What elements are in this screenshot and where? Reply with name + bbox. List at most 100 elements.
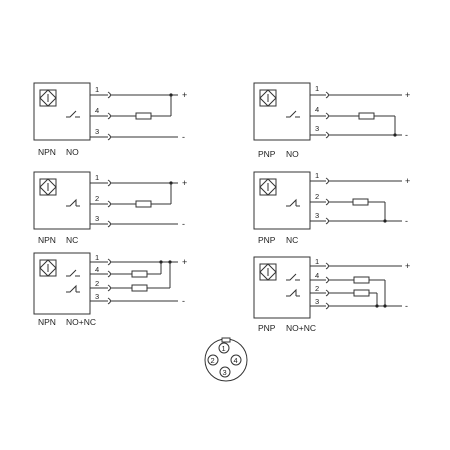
- switch-symbol: [66, 110, 80, 118]
- sensor-symbol: [39, 259, 57, 277]
- sensor-box: [33, 82, 91, 141]
- negative-terminal-label: -: [182, 219, 185, 229]
- pin-label-2: 2: [315, 284, 319, 293]
- connector-pin-4: [230, 354, 242, 366]
- switch-symbol-nc: [286, 288, 300, 297]
- pin-label-1: 1: [95, 173, 99, 182]
- pin-label-4: 4: [315, 105, 319, 114]
- output-type-label: PNP: [258, 149, 276, 159]
- pin-label-2: 2: [315, 192, 319, 201]
- load-resistor-no: [353, 276, 370, 284]
- pin-label-1: 1: [95, 253, 99, 262]
- pin-label-3: 3: [95, 127, 99, 136]
- connector-pin-label-2: 2: [211, 356, 215, 365]
- output-type-label: NPN: [38, 235, 56, 245]
- positive-terminal-label: +: [405, 176, 410, 186]
- output-mode-label: NO+NC: [66, 317, 96, 327]
- load-resistor: [352, 198, 369, 206]
- wire-pin-1: [90, 91, 178, 99]
- pin-label-2: 2: [95, 194, 99, 203]
- positive-terminal-label: +: [405, 90, 410, 100]
- wire-pin-4: [310, 276, 386, 306]
- switch-symbol: [66, 198, 80, 207]
- pin-label-1: 1: [315, 84, 319, 93]
- circuit-npn-nc: 1 2 3 + - NPN NC: [33, 171, 187, 245]
- connector-pin-label-1: 1: [222, 344, 226, 353]
- output-type-label: NPN: [38, 317, 56, 327]
- sensor-symbol: [259, 89, 277, 107]
- wire-pin-2: [90, 262, 171, 292]
- wire-pin-2: [310, 198, 386, 221]
- switch-symbol-nc: [66, 284, 80, 293]
- output-mode-label: NO: [66, 147, 79, 157]
- connector-pin-1: [218, 342, 230, 354]
- load-resistor-nc: [353, 289, 370, 297]
- connector-pin-label-4: 4: [234, 356, 238, 365]
- wire-pin-1: [90, 258, 178, 266]
- wire-pin-1: [310, 262, 402, 270]
- negative-terminal-label: -: [405, 216, 408, 226]
- pin-label-1: 1: [315, 257, 319, 266]
- negative-terminal-label: -: [182, 132, 185, 142]
- wire-pin-3: [90, 133, 178, 141]
- negative-terminal-label: -: [405, 301, 408, 311]
- pin-label-3: 3: [315, 124, 319, 133]
- pin-label-3: 3: [315, 297, 319, 306]
- load-resistor-no: [131, 270, 148, 278]
- switch-symbol-no: [66, 269, 80, 277]
- pin-label-4: 4: [95, 106, 99, 115]
- circuit-npn-no-nc: 1 4 2 3 + - NPN NO+NC: [33, 252, 187, 327]
- output-mode-label: NO: [286, 149, 299, 159]
- sensor-box: [33, 252, 91, 315]
- switch-symbol-no: [286, 273, 300, 281]
- wire-pin-3: [310, 302, 402, 310]
- wire-pin-3: [90, 220, 178, 228]
- output-type-label: NPN: [38, 147, 56, 157]
- output-type-label: PNP: [258, 323, 276, 333]
- positive-terminal-label: +: [405, 261, 410, 271]
- wire-pin-2: [310, 289, 378, 306]
- switch-symbol: [286, 198, 300, 207]
- circuit-pnp-no-nc: 1 4 2 3 + - PNP NO+NC: [253, 256, 410, 333]
- circuit-npn-no: 1 4 3 + - NPN NO: [33, 82, 187, 157]
- pin-label-2: 2: [95, 279, 99, 288]
- sensor-symbol: [39, 89, 57, 107]
- wire-pin-1: [90, 179, 178, 187]
- pin-label-3: 3: [95, 214, 99, 223]
- connector-pin-label-3: 3: [223, 368, 227, 377]
- connector-pin-2: [207, 354, 219, 366]
- negative-terminal-label: -: [405, 130, 408, 140]
- wire-pin-3: [310, 131, 402, 139]
- load-resistor: [135, 200, 152, 208]
- connector-pin-3: [219, 366, 231, 378]
- wire-pin-2: [90, 183, 172, 208]
- pin-label-1: 1: [95, 85, 99, 94]
- pin-label-3: 3: [95, 292, 99, 301]
- negative-terminal-label: -: [182, 296, 185, 306]
- pin-label-4: 4: [95, 265, 99, 274]
- pin-label-1: 1: [315, 171, 319, 180]
- output-mode-label: NC: [66, 235, 78, 245]
- pin-label-3: 3: [315, 211, 319, 220]
- wire-pin-3: [90, 297, 178, 305]
- sensor-box: [253, 256, 311, 319]
- positive-terminal-label: +: [182, 257, 187, 267]
- sensor-box: [253, 82, 311, 141]
- output-mode-label: NO+NC: [286, 323, 316, 333]
- load-resistor-nc: [131, 284, 148, 292]
- sensor-symbol: [259, 263, 277, 281]
- sensor-box: [253, 171, 311, 230]
- positive-terminal-label: +: [182, 178, 187, 188]
- output-type-label: PNP: [258, 235, 276, 245]
- connector-key: [221, 337, 231, 343]
- sensor-symbol: [39, 178, 57, 196]
- positive-terminal-label: +: [182, 90, 187, 100]
- pin-label-4: 4: [315, 271, 319, 280]
- sensor-symbol: [259, 178, 277, 196]
- sensor-box: [33, 171, 91, 230]
- wire-pin-4: [310, 112, 396, 135]
- wire-pin-4: [90, 262, 162, 278]
- wire-pin-4: [90, 95, 172, 120]
- load-resistor: [135, 112, 152, 120]
- output-mode-label: NC: [286, 235, 298, 245]
